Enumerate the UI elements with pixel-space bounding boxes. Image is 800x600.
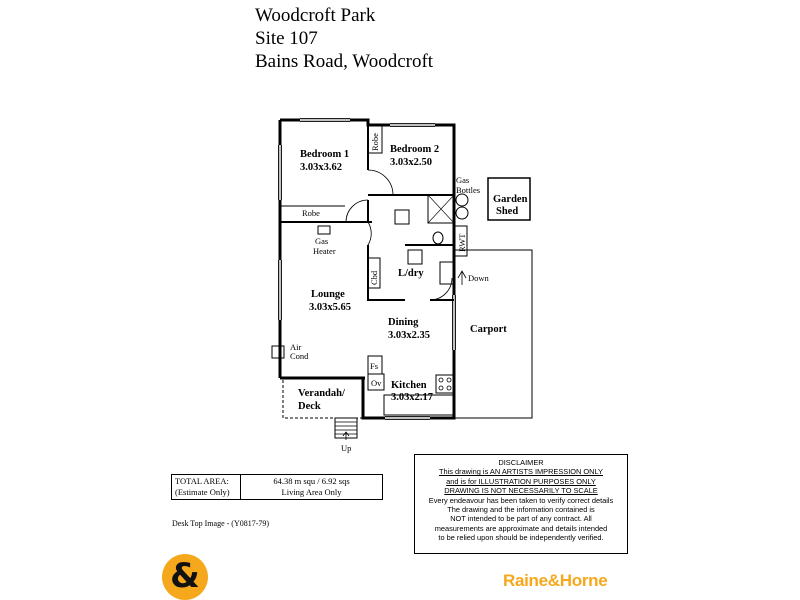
total-area-box: TOTAL AREA: (Estimate Only) 64.38 m squ …: [171, 474, 383, 500]
disclaimer-line5: The drawing and the information containe…: [447, 505, 595, 515]
gas-heater-line2: Heater: [313, 246, 336, 256]
disclaimer-line4: Every endeavour has been taken to verify…: [428, 495, 614, 505]
site-number: Site 107: [255, 28, 318, 49]
bedroom2-size: 3.03x2.50: [390, 157, 432, 168]
verandah-name: Verandah/: [298, 388, 346, 399]
property-name: Woodcroft Park: [255, 5, 376, 26]
disclaimer-box: DISCLAIMER This drawing is AN ARTISTS IM…: [414, 454, 628, 554]
garden-shed-line1: Garden: [493, 194, 528, 205]
gas-bottles-line2: Bottles: [456, 185, 480, 195]
robe-top-label: Robe: [370, 133, 380, 151]
ampersand-logo-icon: &: [162, 554, 208, 600]
disclaimer-line2: and is for ILLUSTRATION PURPOSES ONLY: [446, 476, 596, 486]
air-cond-line2: Cond: [290, 351, 309, 361]
property-address: Bains Road, Woodcroft: [255, 51, 434, 72]
up-label: Up: [341, 443, 351, 453]
disclaimer-line8: to be relied upon should be independentl…: [438, 533, 604, 543]
disclaimer-line7: measurements are approximate and details…: [434, 523, 608, 533]
ov-label: Ov: [371, 378, 382, 388]
logo-mark-glyph: &: [170, 556, 200, 596]
disclaimer-line3: DRAWING IS NOT NECESSARILY TO SCALE: [444, 486, 598, 496]
fs-label: Fs: [370, 361, 378, 371]
deck-name: Deck: [298, 401, 321, 412]
area-label: TOTAL AREA: (Estimate Only): [175, 476, 241, 498]
air-cond-line1: Air: [290, 342, 302, 352]
dining-name: Dining: [388, 317, 419, 328]
garden-shed-line2: Shed: [496, 206, 518, 217]
robe-left-label: Robe: [302, 208, 320, 218]
area-value-line2: Living Area Only: [281, 487, 342, 497]
disclaimer-line1: This drawing is AN ARTISTS IMPRESSION ON…: [438, 467, 603, 477]
area-label-line1: TOTAL AREA:: [175, 476, 229, 486]
area-divider: [240, 475, 241, 499]
laundry-name: L/dry: [398, 268, 424, 279]
disclaimer-title: DISCLAIMER: [498, 458, 544, 467]
gas-bottles-line1: Gas: [456, 175, 469, 185]
brand-logo: Raine&Horne: [503, 571, 608, 590]
bedroom1-name: Bedroom 1: [300, 149, 349, 160]
rwt-label: RWT: [457, 233, 467, 252]
kitchen-name: Kitchen: [391, 380, 427, 391]
disclaimer-line6: NOT intended to be part of any contract.…: [450, 514, 592, 524]
down-label: Down: [468, 273, 490, 283]
gas-heater-line1: Gas: [315, 236, 328, 246]
area-label-line2: (Estimate Only): [175, 487, 230, 497]
area-value: 64.38 m squ / 6.92 sqs Living Area Only: [244, 476, 379, 498]
lounge-name: Lounge: [311, 289, 345, 300]
cbd-label: Cbd: [369, 270, 379, 285]
bedroom1-size: 3.03x3.62: [300, 162, 342, 173]
kitchen-size: 3.03x2.17: [391, 392, 433, 403]
bedroom2-name: Bedroom 2: [390, 144, 439, 155]
area-value-line1: 64.38 m squ / 6.92 sqs: [273, 476, 350, 486]
desk-top-reference: Desk Top Image - (Y0817-79): [172, 519, 270, 528]
carport-name: Carport: [470, 324, 507, 335]
property-header: Woodcroft Park Site 107 Bains Road, Wood…: [255, 4, 433, 73]
dining-size: 3.03x2.35: [388, 330, 430, 341]
lounge-size: 3.03x5.65: [309, 302, 351, 313]
